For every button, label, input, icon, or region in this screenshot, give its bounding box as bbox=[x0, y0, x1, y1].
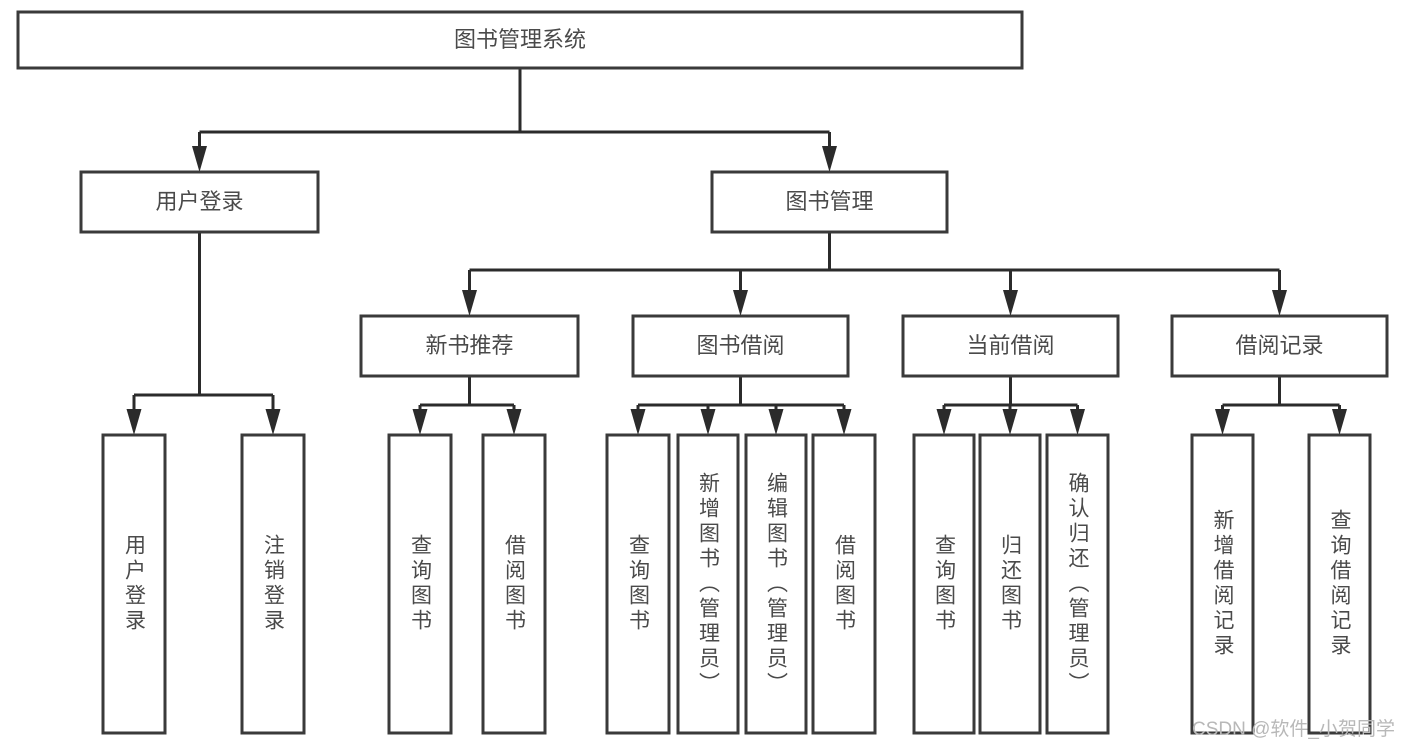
root-node-label: 图书管理系统 bbox=[454, 27, 586, 52]
leaf-user-login[interactable] bbox=[101, 433, 167, 735]
arrow-head-icon bbox=[265, 409, 281, 435]
arrow-head-icon bbox=[1002, 409, 1018, 435]
node-book-management-label: 图书管理 bbox=[785, 189, 873, 214]
leaf-add-book-admin[interactable] bbox=[676, 433, 740, 735]
node-current-borrow-label: 当前借阅 bbox=[966, 333, 1054, 358]
arrow-head-icon bbox=[1070, 409, 1085, 435]
leaf-query-borrow-record[interactable] bbox=[1307, 433, 1372, 735]
node-book-borrow-label: 图书借阅 bbox=[696, 333, 784, 358]
leaf-query-book-recommendation[interactable] bbox=[387, 433, 453, 735]
node-user-login[interactable] bbox=[79, 170, 320, 234]
connector-layer bbox=[126, 68, 1347, 435]
arrow-head-icon bbox=[1215, 409, 1230, 435]
arrow-head-icon bbox=[462, 290, 477, 316]
leaf-confirm-return-admin[interactable] bbox=[1045, 433, 1110, 735]
arrow-head-icon bbox=[836, 409, 852, 435]
arrow-head-icon bbox=[768, 409, 784, 435]
leaf-add-borrow-record[interactable] bbox=[1190, 433, 1255, 735]
arrow-head-icon bbox=[630, 409, 646, 435]
arrow-head-icon bbox=[822, 146, 837, 172]
node-borrow-record[interactable] bbox=[1170, 314, 1389, 378]
leaf-logout[interactable] bbox=[240, 433, 306, 735]
leaf-edit-book-admin[interactable] bbox=[744, 433, 808, 735]
arrow-head-icon bbox=[936, 409, 952, 435]
node-new-book-recommendation-label: 新书推荐 bbox=[425, 333, 513, 358]
node-borrow-record-label: 借阅记录 bbox=[1235, 333, 1323, 358]
arrow-head-icon bbox=[506, 409, 522, 435]
csdn-watermark: CSDN @软件_小贺同学 bbox=[1192, 719, 1395, 740]
arrow-head-icon bbox=[700, 409, 716, 435]
node-current-borrow[interactable] bbox=[901, 314, 1120, 378]
arrow-head-icon bbox=[1332, 409, 1347, 435]
node-book-borrow[interactable] bbox=[631, 314, 850, 378]
node-new-book-recommendation[interactable] bbox=[359, 314, 580, 378]
arrow-head-icon bbox=[733, 290, 748, 316]
node-user-login-label: 用户登录 bbox=[155, 189, 243, 214]
arrow-head-icon bbox=[1272, 290, 1287, 316]
leaf-return-book[interactable] bbox=[978, 433, 1042, 735]
root-node[interactable] bbox=[16, 10, 1024, 70]
arrow-head-icon bbox=[412, 409, 428, 435]
node-book-management[interactable] bbox=[710, 170, 949, 234]
arrow-head-icon bbox=[126, 409, 142, 435]
leaf-borrow-book-recommendation[interactable] bbox=[481, 433, 547, 735]
leaf-query-book-current[interactable] bbox=[912, 433, 976, 735]
leaf-borrow-book[interactable] bbox=[811, 433, 877, 735]
leaf-query-book-borrow[interactable] bbox=[605, 433, 671, 735]
arrow-head-icon bbox=[192, 146, 207, 172]
arrow-head-icon bbox=[1003, 290, 1018, 316]
